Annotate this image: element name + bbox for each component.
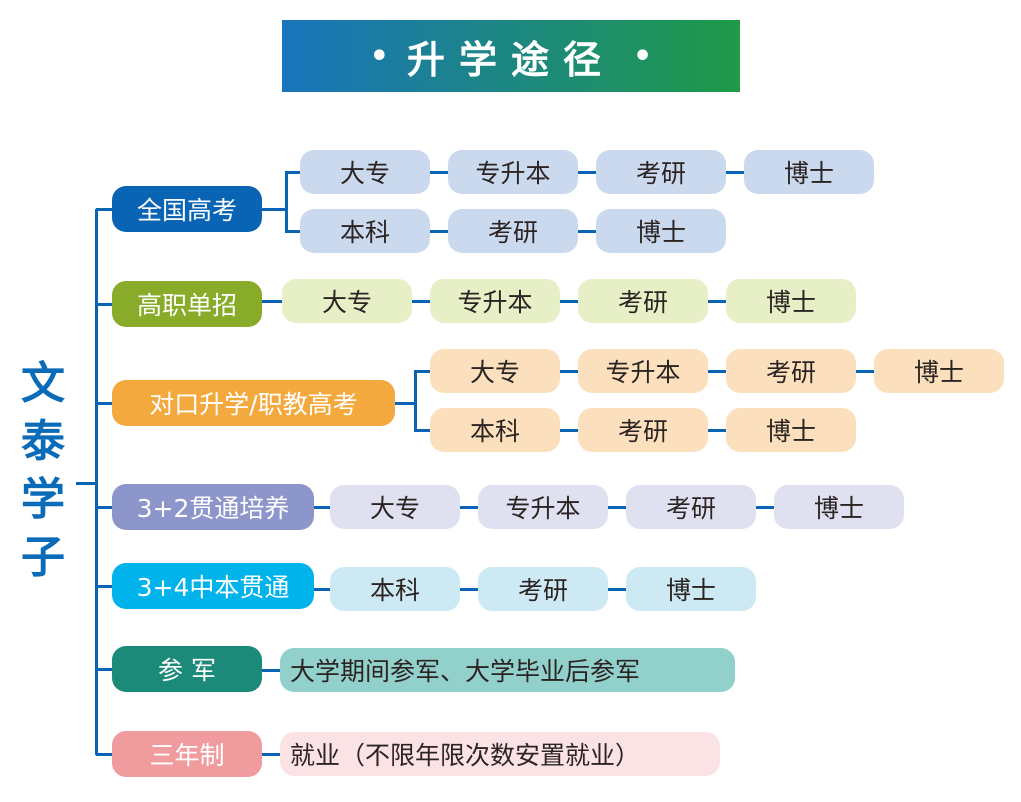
pathway-step: 博士 (744, 150, 874, 194)
connector-line (262, 669, 280, 672)
connector-line (726, 171, 744, 174)
connector-line (708, 429, 726, 432)
connector-line (560, 429, 578, 432)
connector-line (608, 588, 626, 591)
connector-line (285, 230, 300, 233)
pathway-step: 大专 (330, 485, 460, 529)
connector-line (96, 585, 114, 588)
title-banner: • 升学途径 • (282, 20, 740, 92)
pathway-step: 博士 (874, 349, 1004, 393)
pathway-step: 就业（不限年限次数安置就业） (280, 732, 720, 776)
pathway-step: 本科 (430, 408, 560, 452)
connector-line (414, 429, 430, 432)
pathway-step: 专升本 (448, 150, 578, 194)
pathway-step: 博士 (726, 279, 856, 323)
pathway-step: 大专 (282, 279, 412, 323)
connector-line (708, 370, 726, 373)
side-title-char: 文 (21, 358, 65, 409)
category-4: 3+2贯通培养 (112, 484, 314, 530)
pathway-step: 专升本 (430, 279, 560, 323)
pathway-step: 考研 (578, 279, 708, 323)
connector-line (608, 506, 626, 509)
page-title: 升学途径 (406, 37, 615, 82)
category-1: 全国高考 (112, 186, 262, 232)
category-3: 对口升学/职教高考 (112, 380, 395, 426)
connector-line (285, 171, 300, 174)
side-title-char: 泰 (21, 416, 65, 467)
pathway-step: 考研 (596, 150, 726, 194)
pathway-step: 大学期间参军、大学毕业后参军 (280, 648, 735, 692)
category-5: 3+4中本贯通 (112, 563, 314, 609)
pathway-step: 专升本 (478, 485, 608, 529)
pathway-step: 专升本 (578, 349, 708, 393)
connector-line (412, 300, 430, 303)
connector-line (96, 753, 114, 756)
connector-line (96, 402, 114, 405)
pathway-step: 考研 (726, 349, 856, 393)
connector-line (314, 588, 330, 591)
pathway-step: 博士 (626, 567, 756, 611)
connector-line (560, 370, 578, 373)
pathway-step: 大专 (430, 349, 560, 393)
connector-line (578, 230, 596, 233)
side-title: 文 泰 学 子 (18, 355, 68, 587)
category-7: 三年制 (112, 731, 262, 777)
pathway-step: 博士 (726, 408, 856, 452)
connector-line (76, 482, 96, 485)
connector-line (460, 506, 478, 509)
connector-line (96, 303, 114, 306)
connector-line (560, 300, 578, 303)
connector-line (430, 171, 448, 174)
pathway-step: 博士 (774, 485, 904, 529)
connector-line (262, 753, 280, 756)
connector-line (756, 506, 774, 509)
connector-line (96, 668, 114, 671)
pathway-step: 博士 (596, 209, 726, 253)
pathway-step: 考研 (626, 485, 756, 529)
connector-line (395, 402, 414, 405)
pathway-step: 考研 (448, 209, 578, 253)
pathway-step: 考研 (578, 408, 708, 452)
connector-line (414, 370, 430, 373)
pathway-step: 本科 (330, 567, 460, 611)
pathway-step: 本科 (300, 209, 430, 253)
connector-line (95, 209, 98, 755)
connector-line (262, 300, 282, 303)
pathway-step: 大专 (300, 150, 430, 194)
category-2: 高职单招 (112, 281, 262, 327)
connector-line (414, 370, 417, 432)
category-6: 参 军 (112, 646, 262, 692)
connector-line (285, 171, 288, 233)
connector-line (856, 370, 874, 373)
connector-line (314, 506, 330, 509)
pathway-step: 考研 (478, 567, 608, 611)
connector-line (460, 588, 478, 591)
title-bullet-left: • (369, 38, 389, 74)
side-title-char: 子 (21, 532, 65, 583)
connector-line (430, 230, 448, 233)
connector-line (262, 208, 285, 211)
title-bullet-right: • (633, 38, 653, 74)
connector-line (96, 506, 114, 509)
connector-line (96, 208, 114, 211)
connector-line (578, 171, 596, 174)
connector-line (708, 300, 726, 303)
side-title-char: 学 (21, 474, 65, 525)
